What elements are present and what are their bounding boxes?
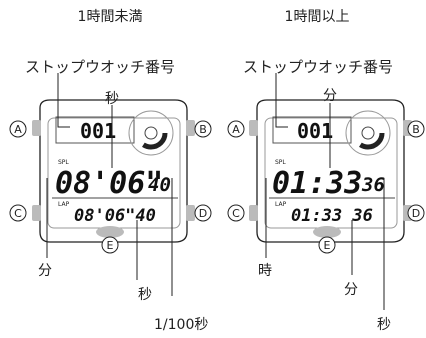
panel-heading: 1時間以上	[285, 9, 350, 25]
panel-heading: 1時間未満	[78, 9, 143, 25]
svg-text:E: E	[324, 239, 331, 252]
svg-text:B: B	[199, 123, 207, 136]
watch-face: 001 SPL 08'06" 40 LAP 08'06"40	[32, 99, 195, 243]
callout-top: 分	[323, 88, 337, 104]
side-button-shape	[186, 205, 195, 221]
lcd-lap-digits: 08'06"40	[74, 206, 156, 226]
lcd-main-small: 36	[361, 174, 385, 196]
button-a-label: A	[227, 120, 245, 138]
side-button-shape	[249, 205, 258, 221]
callout-mid: 秒	[138, 287, 152, 303]
callout-right: 1/100秒	[154, 317, 208, 333]
callout-left: 分	[38, 263, 52, 279]
svg-text:E: E	[107, 239, 114, 252]
callout-top: 秒	[105, 91, 119, 107]
callout-lines	[46, 73, 173, 296]
button-b-label: B	[407, 120, 425, 138]
bottom-button-shape	[96, 226, 124, 238]
svg-text:D: D	[199, 207, 207, 220]
stopwatch-number-label: ストップウオッチ番号	[243, 58, 393, 76]
lap-label: LAP	[275, 201, 287, 208]
button-e-label: E	[101, 236, 119, 254]
side-button-shape	[32, 120, 41, 136]
panel-right: 1時間以上 ストップウオッチ番号 分 001 SPL 01:33 36 LAP …	[227, 9, 425, 333]
mini-dial	[128, 110, 174, 156]
button-c-label: C	[227, 204, 245, 222]
callout-left: 時	[258, 263, 272, 279]
callout-mid: 分	[344, 282, 358, 298]
svg-text:A: A	[14, 123, 22, 136]
lcd-main-digits: 08'06"	[55, 166, 163, 201]
callout-right: 秒	[377, 317, 391, 333]
callout-lines	[265, 73, 385, 310]
lcd-lap-digits: 01:33 36	[291, 206, 373, 226]
lcd-main-digits: 01:33	[272, 166, 362, 201]
button-d-label: D	[194, 204, 212, 222]
svg-text:A: A	[232, 123, 240, 136]
svg-text:C: C	[232, 207, 240, 220]
lap-label: LAP	[58, 201, 70, 208]
spl-label: SPL	[58, 159, 69, 166]
side-button-shape	[249, 120, 258, 136]
button-d-label: D	[407, 204, 425, 222]
mini-dial	[345, 110, 391, 156]
svg-text:D: D	[412, 207, 420, 220]
stopwatch-number-label: ストップウオッチ番号	[25, 58, 175, 76]
side-button-shape	[186, 120, 195, 136]
bottom-button-shape	[313, 226, 341, 238]
button-e-label: E	[318, 236, 336, 254]
side-button-shape	[32, 205, 41, 221]
spl-label: SPL	[275, 159, 286, 166]
lcd-upper-digits: 001	[297, 119, 333, 143]
button-c-label: C	[9, 204, 27, 222]
panel-left: 1時間未満 ストップウオッチ番号 秒 001 SPL 08'06"	[9, 9, 212, 333]
button-b-label: B	[194, 120, 212, 138]
lcd-main-small: 40	[148, 174, 171, 196]
lcd-upper-digits: 001	[80, 119, 116, 143]
svg-text:B: B	[412, 123, 420, 136]
button-a-label: A	[9, 120, 27, 138]
svg-text:C: C	[14, 207, 22, 220]
